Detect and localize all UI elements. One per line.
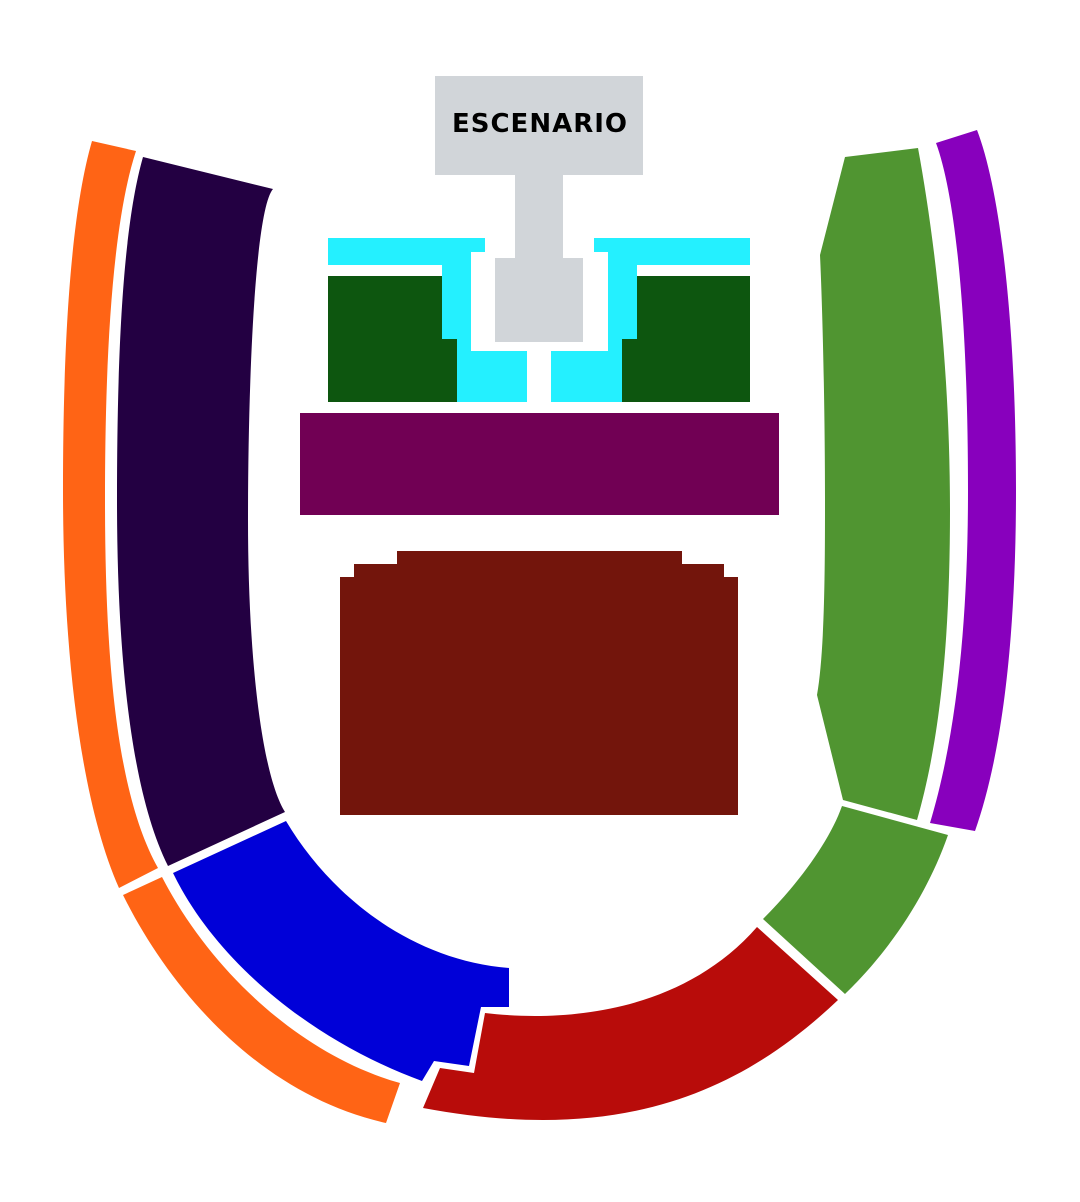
section-green-left[interactable] (328, 276, 457, 402)
section-orange-left-upper[interactable] (63, 141, 158, 888)
section-cyan-left[interactable] (328, 238, 527, 402)
section-green-right[interactable] (622, 276, 750, 402)
section-magenta-floor[interactable] (300, 413, 779, 515)
stage-shape (435, 76, 643, 342)
section-cyan-right[interactable] (551, 238, 750, 402)
stage-label: ESCENARIO (452, 109, 628, 139)
section-brown-floor[interactable] (340, 551, 738, 815)
section-red-bottom[interactable] (423, 927, 838, 1121)
section-green-right-main[interactable] (817, 148, 950, 820)
section-orange-left-lower[interactable] (123, 877, 400, 1123)
section-purple-right[interactable] (930, 130, 1016, 831)
section-blue-bottom-left[interactable] (173, 821, 509, 1081)
stage: ESCENARIO (435, 76, 643, 342)
section-green-right-lower[interactable] (763, 806, 948, 994)
section-dark-purple-left[interactable] (117, 157, 285, 866)
